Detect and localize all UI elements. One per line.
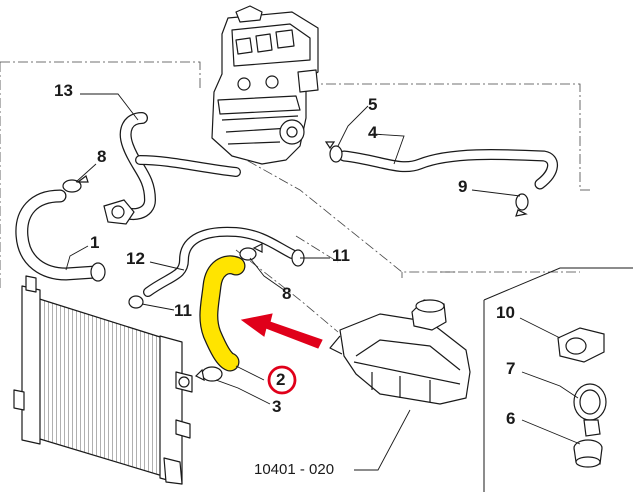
callout-9[interactable]: 9 xyxy=(458,177,468,196)
part-10-icon xyxy=(557,327,605,363)
pointer-arrow xyxy=(240,313,323,349)
callout-7[interactable]: 7 xyxy=(506,359,516,378)
drawing-code: 10401 - 020 xyxy=(254,461,335,478)
clamp-9 xyxy=(515,193,529,217)
clamp-8-upper xyxy=(62,175,89,193)
clamp-11-lower xyxy=(128,295,144,309)
callout-6[interactable]: 6 xyxy=(506,409,516,428)
inset-box xyxy=(483,267,633,492)
clamp-3 xyxy=(194,366,223,382)
callout-1[interactable]: 1 xyxy=(90,233,100,252)
leader-lines xyxy=(65,93,581,471)
callout-10[interactable]: 10 xyxy=(496,303,515,322)
callout-4[interactable]: 4 xyxy=(368,123,378,142)
expansion-tank-icon xyxy=(329,299,471,405)
thermostat-housing-icon xyxy=(103,199,135,225)
callout-13[interactable]: 13 xyxy=(54,81,73,100)
hose-1-clamp xyxy=(90,262,106,282)
radiator-icon xyxy=(13,275,193,485)
callout-11-lower[interactable]: 11 xyxy=(174,301,192,320)
callout-8-upper[interactable]: 8 xyxy=(97,147,107,166)
clamp-8-lower xyxy=(239,243,263,261)
callout-11-upper[interactable]: 11 xyxy=(332,246,350,265)
selected-item-ring xyxy=(267,365,297,395)
engine-block-icon xyxy=(211,5,319,165)
callout-5[interactable]: 5 xyxy=(368,95,378,114)
clamp-5 xyxy=(324,141,343,163)
callout-3[interactable]: 3 xyxy=(272,397,282,416)
callout-8-lower[interactable]: 8 xyxy=(282,284,292,303)
callout-2[interactable]: 2 xyxy=(276,370,286,389)
part-7-icon xyxy=(573,383,607,437)
assembly-boundary xyxy=(0,61,590,333)
callout-12[interactable]: 12 xyxy=(126,249,145,268)
part-6-icon xyxy=(573,439,603,468)
